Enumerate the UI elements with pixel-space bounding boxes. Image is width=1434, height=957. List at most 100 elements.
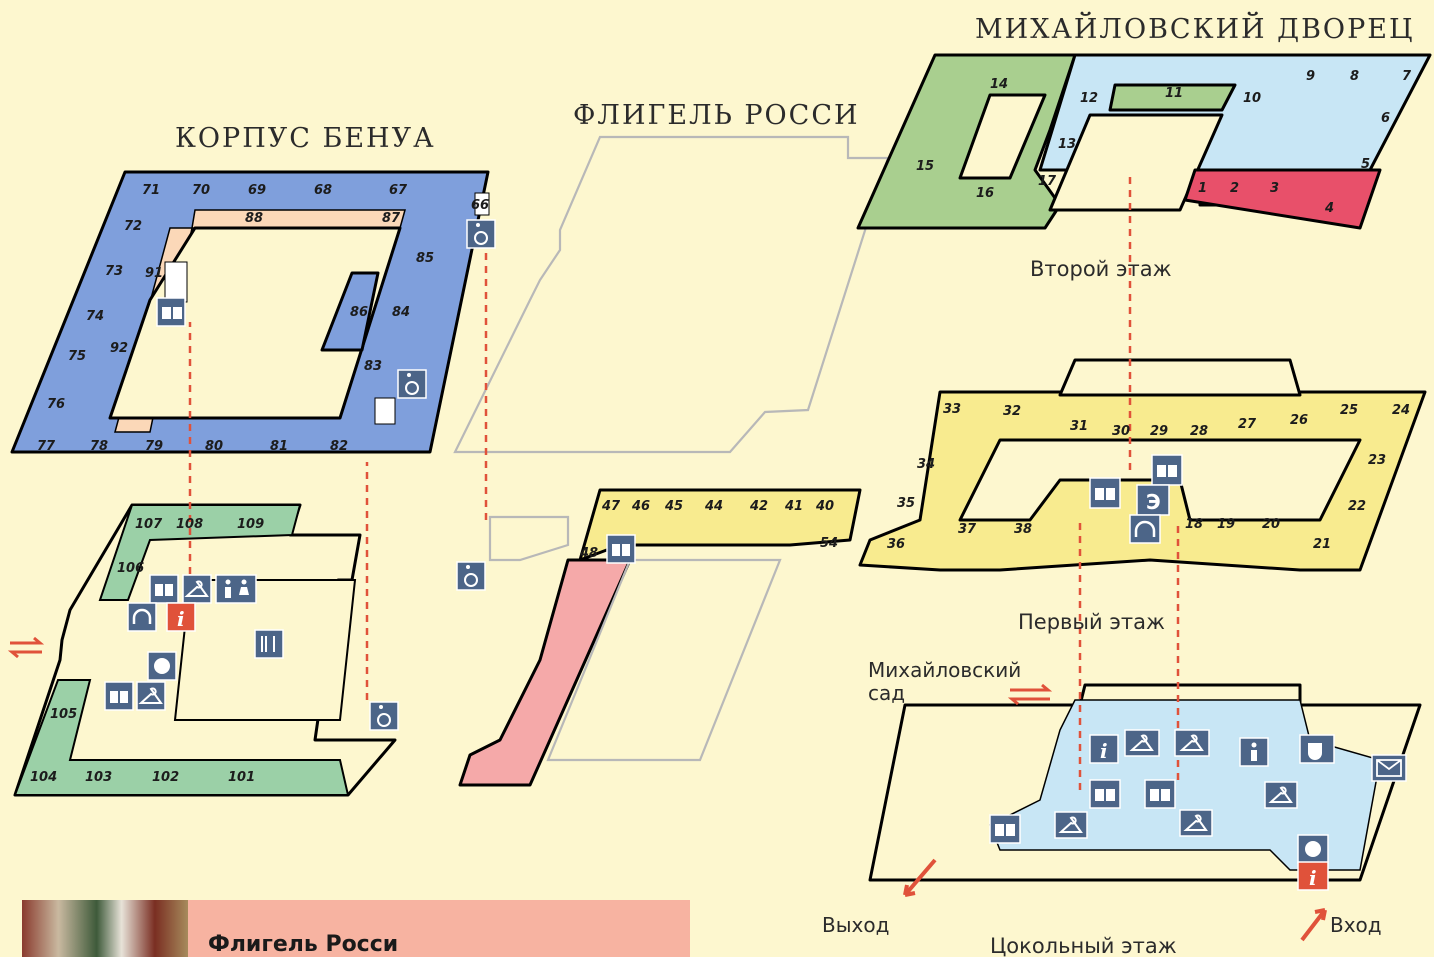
room-number: 25 — [1340, 403, 1358, 418]
room-number: 106 — [117, 561, 144, 576]
room-number: 42 — [749, 499, 768, 514]
room-number: 31 — [1070, 419, 1088, 434]
room-number: 102 — [152, 770, 179, 785]
cloakroom-icon[interactable] — [1264, 781, 1298, 809]
book-icon[interactable] — [989, 814, 1021, 844]
info-icon[interactable]: i — [1089, 734, 1119, 764]
icons: i — [104, 219, 1407, 891]
wheelchair-icon[interactable] — [397, 369, 427, 399]
room-number: 4 — [1324, 201, 1334, 216]
book-icon[interactable] — [156, 297, 186, 327]
cashdesk-icon[interactable] — [1297, 834, 1329, 864]
cashdesk-icon[interactable] — [147, 651, 177, 681]
room-number: 108 — [176, 517, 203, 532]
title-mikhailovsky: МИХАЙЛОВСКИЙ ДВОРЕЦ — [975, 11, 1415, 45]
room-number: 22 — [1348, 499, 1366, 514]
audioguide-icon[interactable] — [1129, 514, 1161, 544]
room-number: 66 — [471, 198, 489, 213]
garden-label-line2: сад — [868, 681, 905, 705]
cloakroom-icon[interactable] — [1054, 811, 1088, 839]
room-number: 5 — [1361, 157, 1370, 172]
room-number: 88 — [245, 211, 263, 226]
mail-icon[interactable] — [1371, 754, 1407, 782]
room-number: 74 — [86, 309, 104, 324]
room-number: 9 — [1306, 69, 1315, 84]
svg-text:Э: Э — [1146, 490, 1161, 514]
book-icon[interactable] — [1151, 454, 1183, 486]
room-number: 38 — [1014, 522, 1032, 537]
room-number: 28 — [1190, 424, 1208, 439]
benois-lower-entrance-arrows — [7, 636, 45, 659]
room-number: 105 — [50, 707, 77, 722]
book-icon[interactable] — [606, 534, 636, 564]
room-number: 32 — [1003, 404, 1021, 419]
title-rossi: ФЛИГЕЛЬ РОССИ — [573, 100, 860, 131]
wheelchair-icon[interactable] — [466, 219, 496, 249]
room-number: 23 — [1368, 453, 1386, 468]
rossi-upper-ghost-outline — [453, 135, 890, 454]
room-number: 18 — [1185, 517, 1203, 532]
benois-lower-floor — [13, 503, 397, 797]
room-number: 87 — [382, 211, 401, 226]
room-number: 33 — [943, 402, 961, 417]
cloakroom-icon[interactable] — [136, 681, 166, 711]
room-number: 36 — [887, 537, 905, 552]
room-number: 34 — [917, 457, 935, 472]
room-number: 19 — [1217, 517, 1235, 532]
room-number: 82 — [330, 439, 348, 454]
audioguide-icon[interactable] — [127, 602, 157, 632]
rossi-promo-banner[interactable]: Флигель Росси — [22, 900, 690, 957]
exit-arrow — [903, 858, 937, 897]
room-number: 6 — [1381, 111, 1390, 126]
escalator-icon[interactable]: Э — [1136, 484, 1170, 516]
room-number: 15 — [916, 159, 934, 174]
book-icon[interactable] — [149, 574, 179, 604]
room-number: 83 — [364, 359, 382, 374]
book-icon[interactable] — [1089, 477, 1121, 509]
room-number: 76 — [47, 397, 65, 412]
restroom-icon[interactable] — [215, 574, 257, 604]
room-number: 79 — [145, 439, 163, 454]
room-number: 37 — [958, 522, 977, 537]
room-number: 44 — [704, 499, 723, 514]
room-number: 81 — [270, 439, 288, 454]
room-number: 68 — [314, 183, 332, 198]
palace-second-room-numbers: 1 2 3 4 5 6 7 8 9 10 11 12 13 14 15 16 1… — [916, 69, 1412, 216]
restaurant-icon[interactable] — [254, 629, 284, 659]
wheelchair-icon[interactable] — [456, 561, 486, 591]
cloakroom-icon[interactable] — [1174, 729, 1210, 757]
entrance-label: Вход — [1330, 913, 1382, 937]
cloakroom-icon[interactable] — [182, 574, 212, 604]
exit-label: Выход — [822, 913, 889, 937]
room-number: 13 — [1058, 137, 1076, 152]
room-number: 73 — [105, 264, 123, 279]
room-number: 69 — [248, 183, 266, 198]
restroom-icon[interactable] — [1239, 737, 1269, 767]
room-number: 2 — [1230, 181, 1239, 196]
room-number: 3 — [1270, 181, 1279, 196]
room-number: 78 — [90, 439, 108, 454]
promo-title: Флигель Росси — [208, 932, 399, 957]
room-number: 20 — [1262, 517, 1280, 532]
rossi-room-numbers: 40 41 42 44 45 46 47 48 54 — [579, 499, 838, 561]
room-number: 21 — [1313, 537, 1331, 552]
room-number: 45 — [664, 499, 683, 514]
room-number: 104 — [30, 770, 57, 785]
info-icon[interactable]: i — [166, 602, 196, 632]
room-number: 8 — [1350, 69, 1359, 84]
room-number: 26 — [1290, 413, 1308, 428]
room-number: 29 — [1150, 424, 1168, 439]
room-number: 41 — [784, 499, 803, 514]
book-icon[interactable] — [1144, 779, 1176, 809]
cafe-icon[interactable] — [1299, 734, 1335, 764]
svg-text:i: i — [177, 607, 185, 631]
wheelchair-icon[interactable] — [369, 701, 399, 731]
room-number: 35 — [897, 496, 915, 511]
book-icon[interactable] — [1089, 779, 1121, 809]
cloakroom-icon[interactable] — [1179, 809, 1213, 837]
cloakroom-icon[interactable] — [1124, 729, 1160, 757]
room-number: 70 — [192, 183, 210, 198]
book-icon[interactable] — [104, 681, 134, 711]
info-icon[interactable]: i — [1297, 861, 1329, 891]
